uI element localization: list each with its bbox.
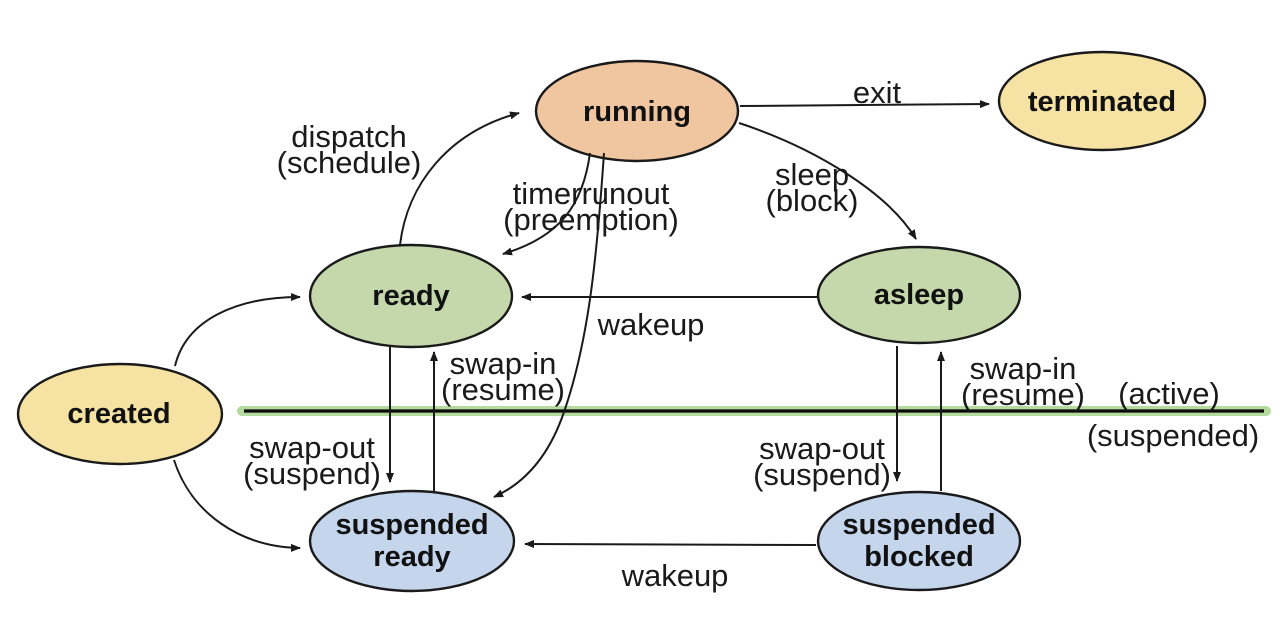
arrow-exit xyxy=(739,100,990,109)
state-suspended-blocked-ellipse xyxy=(816,490,1022,592)
arrow-created-to-ready xyxy=(174,293,301,367)
arrow-timerrunout xyxy=(502,152,591,256)
transition-label-wakeup-bottom: wakeup xyxy=(621,558,729,593)
state-suspended-ready-ellipse xyxy=(308,489,516,593)
arrow-created-to-suspended-ready xyxy=(173,459,301,552)
state-label-suspended-ready: suspended ready xyxy=(335,509,489,573)
state-label-asleep: asleep xyxy=(873,279,965,311)
transition-label-exit: exit xyxy=(852,75,902,110)
arrow-wakeup-bottom xyxy=(524,540,817,549)
transition-label-swap-out-left: swap-out (suspend) xyxy=(243,430,381,491)
state-created-ellipse xyxy=(16,362,224,466)
state-label-ready: ready xyxy=(372,280,450,312)
region-label-suspended: (suspended) xyxy=(1086,418,1260,453)
state-ready-ellipse xyxy=(308,243,514,349)
arrow-running-to-suspended-ready xyxy=(493,152,605,498)
state-label-created: created xyxy=(67,398,171,430)
transition-label-wakeup-top: wakeup xyxy=(597,307,705,342)
transition-label-dispatch: dispatch (schedule) xyxy=(276,119,422,180)
state-asleep-ellipse xyxy=(816,245,1022,345)
state-label-running: running xyxy=(583,96,691,128)
state-running-ellipse xyxy=(534,59,740,163)
state-label-suspended-blocked: suspended blocked xyxy=(842,509,996,573)
transition-label-sleep: sleep (block) xyxy=(765,157,859,218)
transition-label-swap-in-right: swap-in (resume) xyxy=(960,351,1086,412)
state-label-terminated: terminated xyxy=(1027,86,1177,118)
arrow-dispatch xyxy=(399,111,520,246)
transition-label-swap-out-right: swap-out (suspend) xyxy=(753,431,891,492)
region-label-active: (active) xyxy=(1118,376,1220,411)
arrow-sleep xyxy=(738,122,917,240)
transition-label-timerrunout: timerrunout (preemption) xyxy=(503,176,679,237)
transition-label-swap-in-left: swap-in (resume) xyxy=(440,346,566,407)
state-terminated-ellipse xyxy=(997,50,1207,152)
